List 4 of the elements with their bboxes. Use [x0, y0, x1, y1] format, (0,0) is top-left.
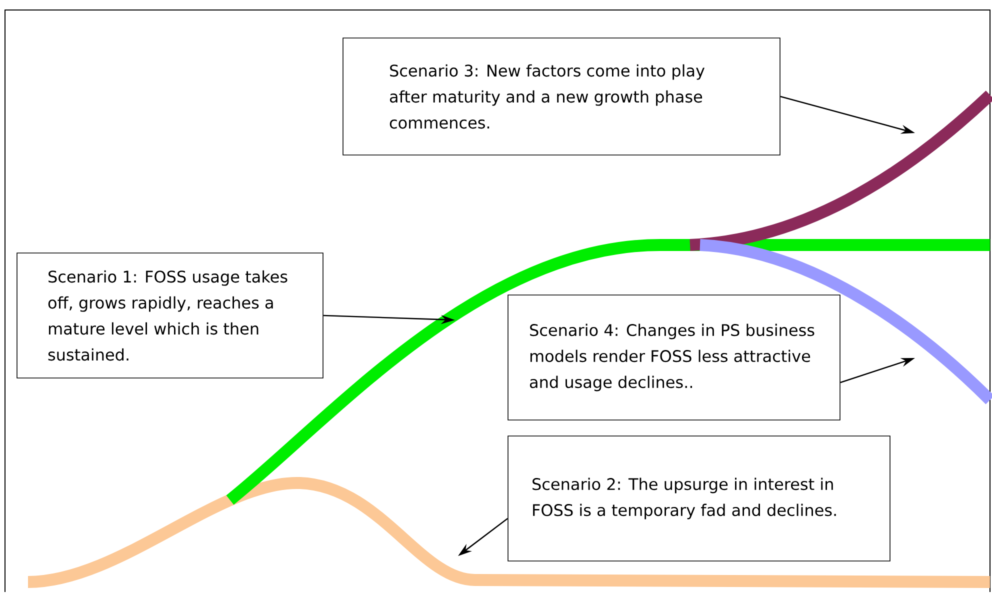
- text-box: Scenario 1: FOSS usage takes off, grows rapidly, reaches a mature level which is then sustained.: [16, 252, 324, 378]
- text-box: Scenario 2: The upsurge in interest in FOSS is a temporary fad and declines.: [508, 436, 890, 562]
- text-box: Scenario 4: Changes in PS business models render FOSS less attractive and usage declines..: [508, 294, 840, 420]
- text-box: Scenario 3: New factors come into play after maturity and a new growth phase commences.: [342, 38, 780, 156]
